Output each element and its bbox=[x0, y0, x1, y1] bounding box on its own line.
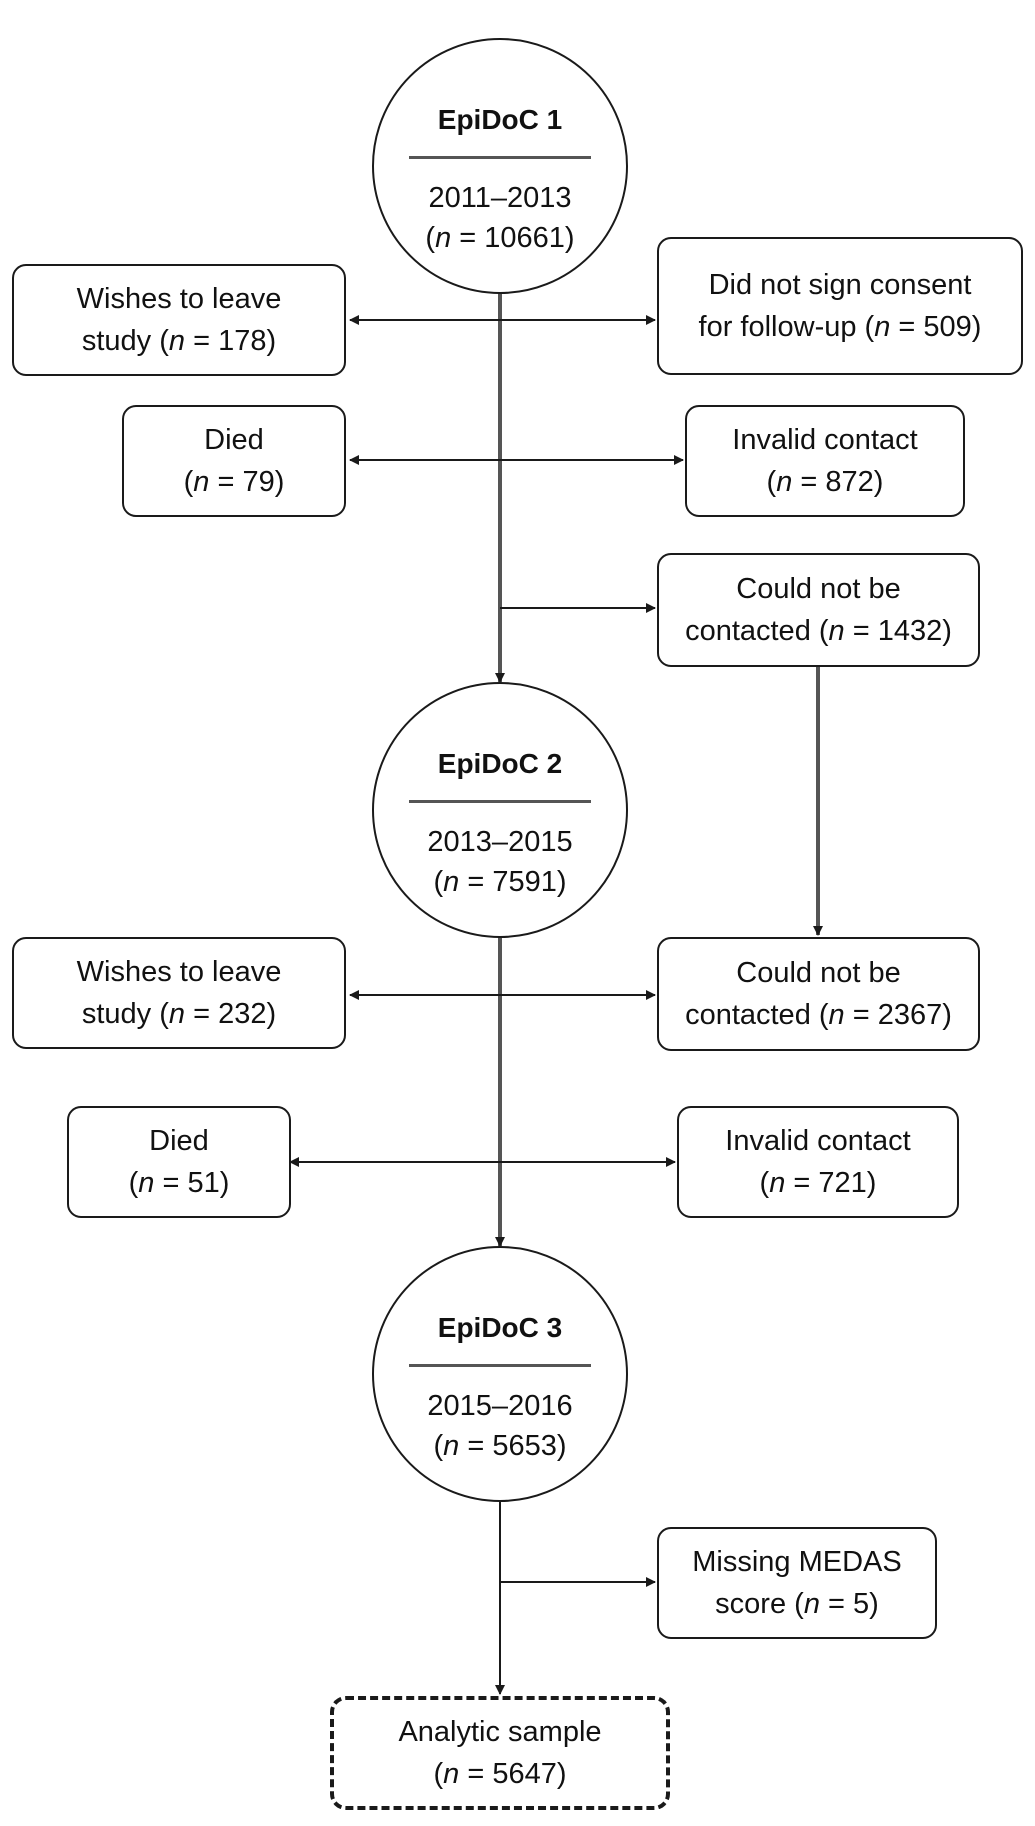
exclusion-box-w2-died: Died (n = 51) bbox=[67, 1106, 291, 1218]
box-line: Could not be bbox=[736, 573, 901, 605]
box-count: score (n = 5) bbox=[715, 1588, 879, 1620]
exclusion-box-w1-no-consent: Did not sign consent for follow-up (n = … bbox=[657, 237, 1023, 375]
wave-circle-epidoc-3: EpiDoC 3 2015–2016 (n = 5653) bbox=[372, 1246, 628, 1502]
box-line: Died bbox=[149, 1125, 209, 1157]
exclusion-box-w2-could-not-be-contacted: Could not be contacted (n = 2367) bbox=[657, 937, 980, 1051]
box-line: Wishes to leave bbox=[76, 956, 282, 988]
box-line: Died bbox=[204, 424, 264, 456]
exclusion-box-w1-invalid-contact: Invalid contact (n = 872) bbox=[685, 405, 965, 517]
exclusion-box-w2-invalid-contact: Invalid contact (n = 721) bbox=[677, 1106, 959, 1218]
exclusion-box-w1-wishes-to-leave: Wishes to leave study (n = 178) bbox=[12, 264, 346, 376]
wave-years: 2013–2015 bbox=[427, 826, 573, 858]
wave-years: 2011–2013 bbox=[428, 182, 572, 214]
box-count: study (n = 232) bbox=[81, 998, 277, 1030]
wave-divider bbox=[409, 156, 591, 159]
exclusion-box-w2-wishes-to-leave: Wishes to leave study (n = 232) bbox=[12, 937, 346, 1049]
box-count: (n = 79) bbox=[183, 466, 285, 498]
box-line: Analytic sample bbox=[398, 1716, 602, 1748]
wave-circle-epidoc-2: EpiDoC 2 2013–2015 (n = 7591) bbox=[372, 682, 628, 938]
box-count: for follow-up (n = 509) bbox=[698, 311, 982, 343]
wave-circle-epidoc-1: EpiDoC 1 2011–2013 (n = 10661) bbox=[372, 38, 628, 294]
box-count: contacted (n = 1432) bbox=[685, 615, 952, 647]
box-count: (n = 5647) bbox=[433, 1758, 567, 1790]
box-line: Invalid contact bbox=[732, 424, 918, 456]
wave-count: (n = 10661) bbox=[425, 222, 575, 254]
exclusion-box-w3-missing-medas: Missing MEDAS score (n = 5) bbox=[657, 1527, 937, 1639]
wave-title: EpiDoC 2 bbox=[437, 748, 563, 779]
box-count: contacted (n = 2367) bbox=[685, 999, 952, 1031]
exclusion-box-w1-could-not-be-contacted: Could not be contacted (n = 1432) bbox=[657, 553, 980, 667]
wave-title: EpiDoC 3 bbox=[437, 1312, 563, 1343]
box-count: study (n = 178) bbox=[81, 325, 277, 357]
wave-divider bbox=[409, 1364, 591, 1367]
exclusion-box-w1-died: Died (n = 79) bbox=[122, 405, 346, 517]
box-line: Wishes to leave bbox=[76, 283, 282, 315]
box-line: Invalid contact bbox=[725, 1125, 911, 1157]
box-line: Missing MEDAS bbox=[692, 1546, 902, 1578]
wave-count: (n = 7591) bbox=[433, 866, 567, 898]
wave-divider bbox=[409, 800, 591, 803]
box-count: (n = 51) bbox=[128, 1167, 230, 1199]
box-count: (n = 872) bbox=[766, 466, 884, 498]
wave-years: 2015–2016 bbox=[427, 1390, 573, 1422]
analytic-sample-box: Analytic sample (n = 5647) bbox=[330, 1696, 670, 1810]
box-count: (n = 721) bbox=[759, 1167, 877, 1199]
wave-count: (n = 5653) bbox=[433, 1430, 567, 1462]
wave-title: EpiDoC 1 bbox=[437, 104, 563, 135]
box-line: Could not be bbox=[736, 957, 901, 989]
box-line: Did not sign consent bbox=[708, 269, 972, 301]
